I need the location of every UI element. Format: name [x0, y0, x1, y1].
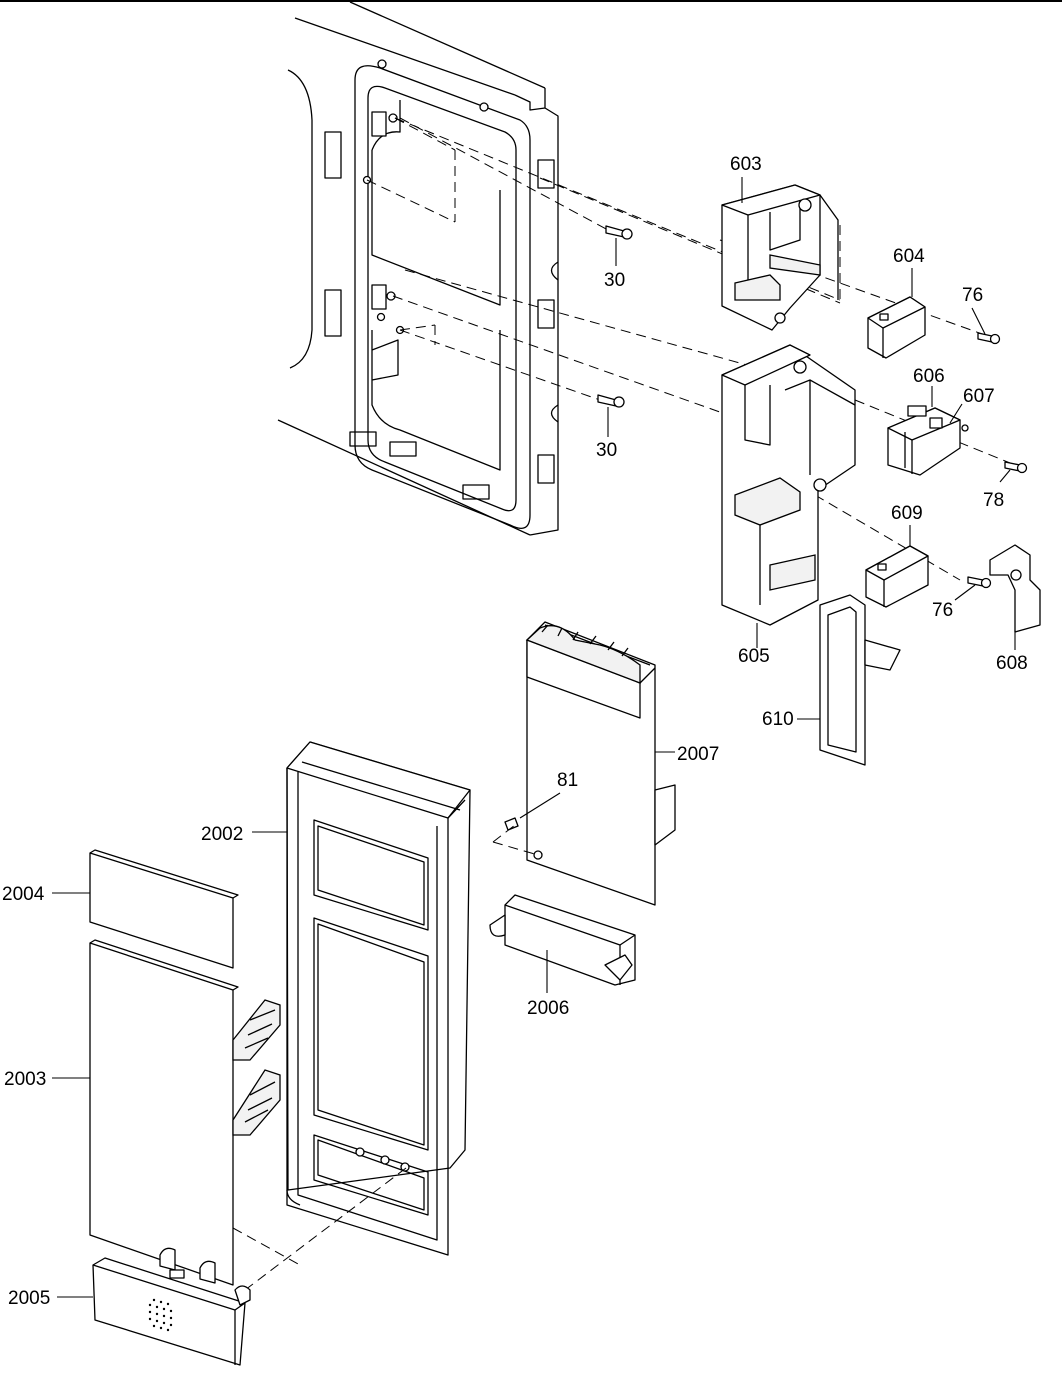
- label-607: 607: [963, 386, 995, 407]
- screw-30b-icon: [597, 394, 625, 437]
- part-labels: 603 604 76 30 606 607 30 78 609 76 605 6…: [2, 154, 1028, 1309]
- panel-2004: [52, 849, 239, 969]
- button-2005: [57, 1247, 251, 1366]
- screw-81-icon: [492, 792, 561, 856]
- label-606: 606: [913, 366, 945, 387]
- panel-2003: [52, 939, 281, 1286]
- label-76a: 76: [962, 285, 983, 306]
- microswitch-609: [865, 525, 929, 608]
- label-76b: 76: [932, 600, 953, 621]
- screw-76a-icon: [971, 307, 1001, 345]
- label-2007: 2007: [677, 744, 719, 765]
- cavity-front-frame: [277, 1, 559, 536]
- door-plate-2007: [525, 621, 676, 906]
- door-frame-2002: [252, 741, 471, 1256]
- microswitch-606-607: [887, 386, 969, 476]
- label-2006: 2006: [527, 998, 569, 1019]
- lever-608: [989, 544, 1041, 650]
- label-2004: 2004: [2, 884, 45, 905]
- label-2002: 2002: [201, 824, 243, 845]
- label-30a: 30: [604, 270, 625, 291]
- label-2003: 2003: [4, 1069, 46, 1090]
- handle-bar-2006: [489, 894, 636, 993]
- screw-78-icon: [999, 461, 1028, 483]
- label-609: 609: [891, 503, 923, 524]
- label-603: 603: [730, 154, 762, 175]
- label-610: 610: [762, 709, 794, 730]
- label-2005: 2005: [8, 1288, 50, 1309]
- screw-76b-icon: [954, 576, 992, 601]
- label-30b: 30: [596, 440, 617, 461]
- label-78: 78: [983, 490, 1004, 511]
- label-605: 605: [738, 646, 770, 667]
- latch-bracket-603: [721, 177, 839, 331]
- screw-30a-icon: [605, 225, 633, 266]
- panel-dashed-lines: [232, 1164, 411, 1291]
- label-604: 604: [893, 246, 925, 267]
- latch-frame-610: [797, 594, 901, 766]
- microswitch-604: [867, 268, 926, 359]
- label-608: 608: [996, 653, 1028, 674]
- label-81: 81: [557, 770, 578, 791]
- switch-housing-605: [721, 344, 856, 648]
